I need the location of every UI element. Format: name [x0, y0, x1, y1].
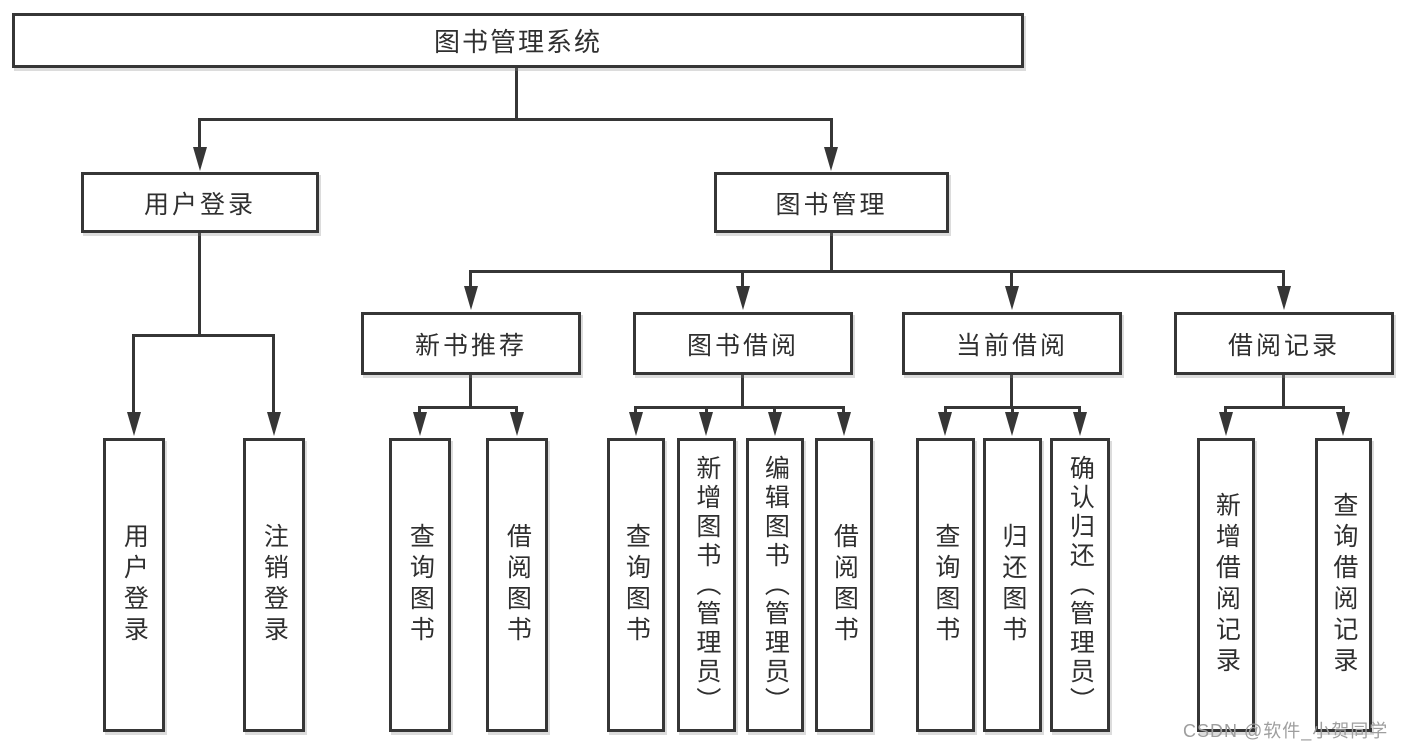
connector-leaf-drop	[773, 406, 776, 416]
connector-leaf-drop	[1282, 271, 1285, 291]
connector-book-mgmt-stem	[830, 231, 833, 272]
arrowhead-icon	[837, 412, 851, 436]
arrowhead-icon	[938, 412, 952, 436]
arrowhead-icon	[768, 412, 782, 436]
leaf-query-books: 查询图书	[916, 438, 975, 732]
node-current-borrowing: 当前借阅	[902, 312, 1122, 375]
connector-leaf-drop	[132, 335, 135, 415]
leaf-query-borrow-record: 查询借阅记录	[1315, 438, 1372, 732]
leaf-label: 借阅图书	[503, 523, 532, 647]
node-new-book-recommend: 新书推荐	[361, 312, 581, 375]
arrowhead-icon	[193, 147, 207, 171]
connector-leaf-drop	[842, 406, 845, 416]
connector-group-stem	[469, 373, 472, 408]
leaf-add-book-admin: 新增图书（管理员）	[677, 438, 736, 732]
connector-level2-bar	[198, 118, 833, 121]
node-label: 图书管理系统	[433, 27, 602, 57]
node-book-management: 图书管理	[714, 172, 949, 233]
arrowhead-icon	[1219, 412, 1233, 436]
leaf-user-login: 用户登录	[103, 438, 165, 732]
arrowhead-icon	[1336, 412, 1350, 436]
connector-leaf-drop	[944, 406, 947, 416]
arrowhead-icon	[699, 412, 713, 436]
arrowhead-icon	[127, 412, 141, 436]
leaf-label: 编辑图书（管理员）	[761, 454, 790, 716]
connector-group-stem	[1282, 373, 1285, 408]
node-label: 当前借阅	[955, 331, 1068, 360]
leaf-edit-book-admin: 编辑图书（管理员）	[746, 438, 804, 732]
connector-leaf-drop	[1011, 406, 1014, 416]
leaf-label: 查询图书	[406, 523, 435, 647]
connector-group-stem	[741, 373, 744, 408]
leaf-label: 确认归还（管理员）	[1066, 454, 1095, 716]
leaf-label: 新增借阅记录	[1212, 492, 1241, 678]
arrowhead-icon	[267, 412, 281, 436]
leaf-borrow-books: 借阅图书	[815, 438, 873, 732]
connector-group-stem	[1010, 373, 1013, 408]
connector-leaf-drop	[634, 406, 637, 416]
connector-user-login-stem	[198, 231, 201, 336]
leaf-logout: 注销登录	[243, 438, 305, 732]
connector-group-bar	[1224, 406, 1345, 409]
node-user-login: 用户登录	[81, 172, 319, 233]
connector-level3-bar	[469, 270, 1285, 273]
connector-leaf-drop	[469, 271, 472, 291]
connector-root-stem	[515, 66, 518, 120]
arrowhead-icon	[736, 286, 750, 310]
arrowhead-icon	[464, 286, 478, 310]
leaf-label: 用户登录	[120, 523, 149, 647]
connector-leaf-drop	[272, 335, 275, 415]
watermark-text: CSDN @软件_小贺同学	[1183, 721, 1389, 741]
leaf-label: 归还图书	[998, 523, 1027, 647]
node-library-system: 图书管理系统	[12, 13, 1024, 68]
node-label: 图书借阅	[686, 331, 799, 360]
leaf-query-books: 查询图书	[607, 438, 665, 732]
leaf-label: 注销登录	[260, 523, 289, 647]
connector-leaf-drop	[1342, 406, 1345, 416]
connector-group-bar	[634, 406, 845, 409]
leaf-label: 查询图书	[622, 523, 651, 647]
connector-leaf-drop	[1078, 406, 1081, 416]
connector-leaf-drop	[741, 271, 744, 291]
node-borrow-records: 借阅记录	[1174, 312, 1394, 375]
connector-group-bar	[418, 406, 518, 409]
node-label: 用户登录	[143, 190, 256, 219]
arrowhead-icon	[510, 412, 524, 436]
arrowhead-icon	[1005, 286, 1019, 310]
leaf-label: 借阅图书	[830, 523, 859, 647]
arrowhead-icon	[1005, 412, 1019, 436]
leaf-add-borrow-record: 新增借阅记录	[1197, 438, 1255, 732]
node-label: 图书管理	[775, 190, 888, 219]
connector-leaf-drop	[418, 406, 421, 416]
leaf-label: 查询图书	[931, 523, 960, 647]
arrowhead-icon	[1073, 412, 1087, 436]
arrowhead-icon	[1277, 286, 1291, 310]
connector-leaf-drop	[1224, 406, 1227, 416]
connector-book-mgmt-drop	[830, 118, 833, 152]
node-label: 借阅记录	[1227, 331, 1340, 360]
leaf-borrow-books: 借阅图书	[486, 438, 548, 732]
leaf-return-book: 归还图书	[983, 438, 1042, 732]
connector-leaf-drop	[515, 406, 518, 416]
arrowhead-icon	[413, 412, 427, 436]
leaf-query-books: 查询图书	[389, 438, 451, 732]
arrowhead-icon	[824, 147, 838, 171]
leaf-label: 新增图书（管理员）	[692, 454, 721, 716]
connector-user-login-drop	[198, 118, 201, 152]
node-label: 新书推荐	[414, 331, 527, 360]
connector-leaf-drop	[1010, 271, 1013, 291]
leaf-confirm-return-admin: 确认归还（管理员）	[1050, 438, 1110, 732]
connector-leaf-drop	[705, 406, 708, 416]
node-book-borrowing: 图书借阅	[633, 312, 853, 375]
connector-user-login-bar	[132, 334, 275, 337]
leaf-label: 查询借阅记录	[1329, 492, 1358, 678]
arrowhead-icon	[629, 412, 643, 436]
